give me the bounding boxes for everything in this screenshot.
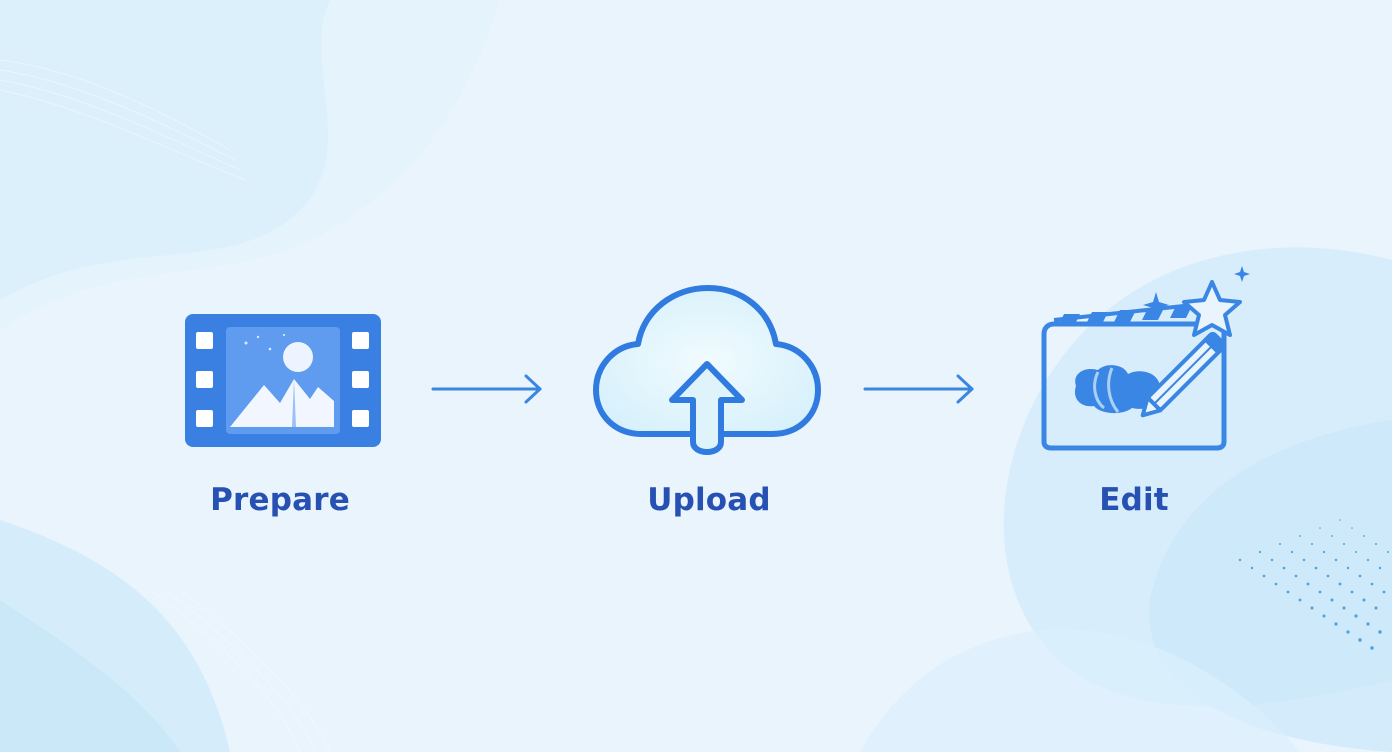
cloud-upload-icon <box>593 285 821 455</box>
step-label-edit: Edit <box>1099 482 1169 518</box>
arrow-right-icon <box>431 374 542 404</box>
clapperboard-pencil-star-icon <box>1041 266 1250 451</box>
arrow-right-icon <box>863 374 974 404</box>
step-label-upload: Upload <box>647 482 771 518</box>
film-image-icon <box>185 314 381 447</box>
step-label-prepare: Prepare <box>210 482 350 518</box>
